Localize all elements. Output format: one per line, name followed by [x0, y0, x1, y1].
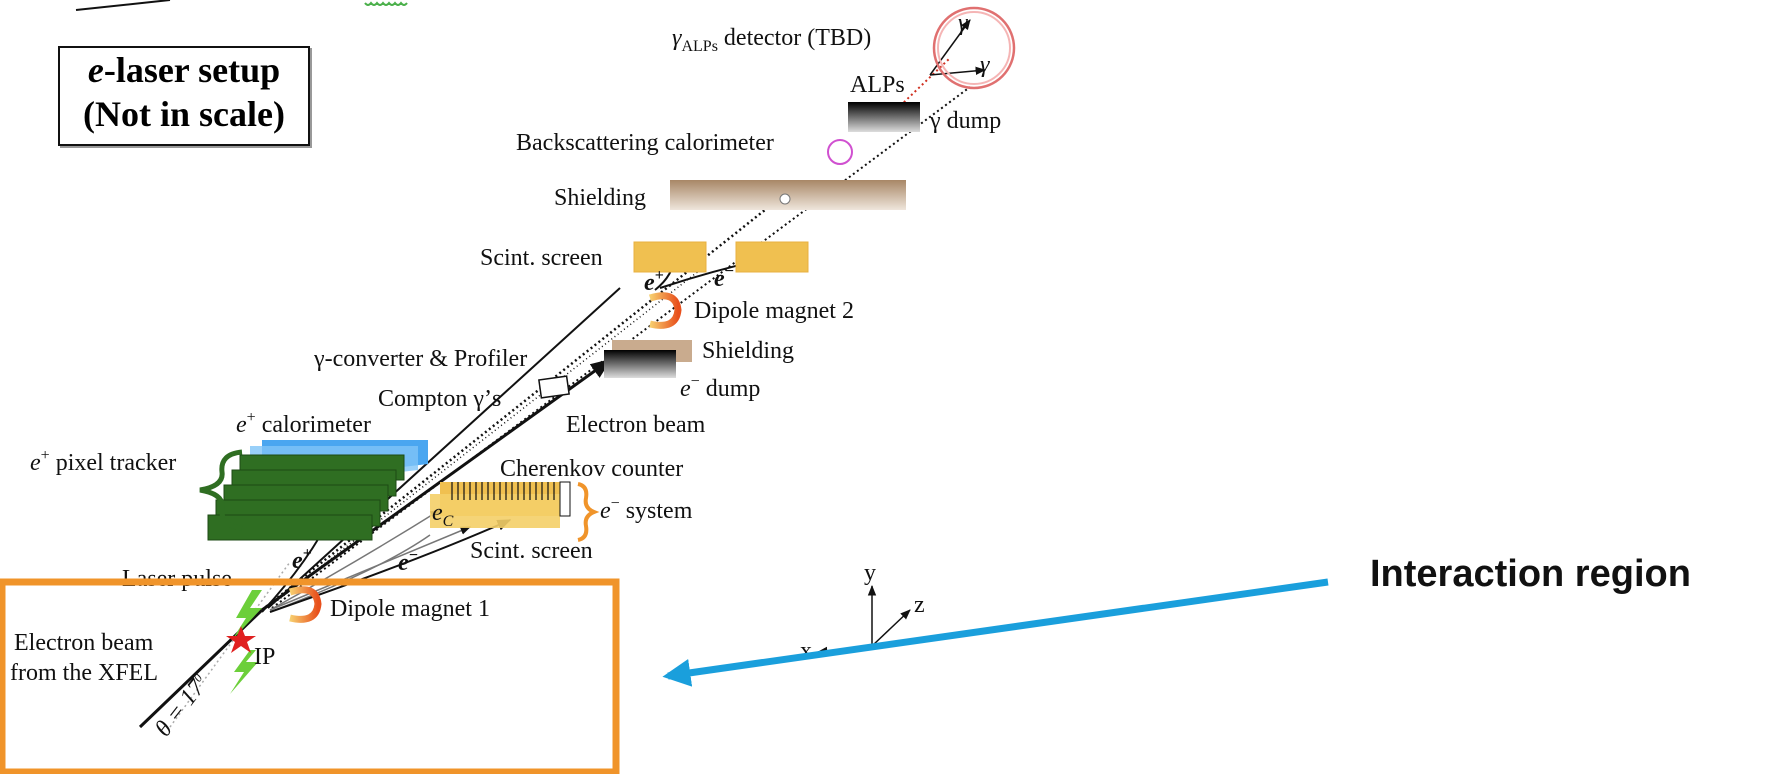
gamma-dump-label: γ dump: [929, 108, 1001, 134]
interaction-region-label: Interaction region: [1370, 553, 1691, 595]
alps-label: ALPs: [850, 72, 905, 98]
e-dump-label: e− dump: [680, 373, 760, 402]
e-minus-low-label: e−: [398, 547, 418, 576]
positron-pixel-tracker: [207, 454, 405, 541]
electron-beam-from-line1: Electron beam: [14, 630, 154, 656]
dipole-magnet-2: [648, 292, 682, 329]
top-left-fragment: [75, 0, 408, 11]
e-pixel-tracker-label: e+ pixel tracker: [30, 447, 176, 476]
scint-screen-low-label: Scint. screen: [470, 538, 593, 564]
e-minus-top-label: e−: [714, 263, 734, 292]
e-plus-low-label: e+: [292, 545, 312, 574]
axis-y-label: y: [864, 560, 876, 586]
setup-title-line1: e-laser setup: [87, 50, 281, 90]
compton-photons-label: Compton γ’s: [378, 386, 501, 412]
laser-pulse-bolt-upper: [232, 590, 262, 640]
e-system-label: e− system: [600, 495, 693, 524]
pixel-tracker-brace: [199, 449, 243, 531]
electron-beam-label: Electron beam: [566, 412, 706, 438]
laser-pulse-bolt-lower: [230, 650, 258, 694]
dipole-magnet-1-label: Dipole magnet 1: [330, 596, 490, 622]
ip-label: IP: [254, 644, 275, 670]
cherenkov-counter: [430, 481, 571, 528]
gamma-converter-label: γ-converter & Profiler: [313, 346, 527, 372]
backscattering-calorimeter-label: Backscattering calorimeter: [516, 130, 774, 156]
cherenkov-label: Cherenkov counter: [500, 456, 683, 482]
e-c-label: eC: [432, 500, 454, 530]
gamma-label-1: γ: [958, 10, 968, 36]
e-system-brace: [577, 482, 600, 542]
gamma-dump-block: [848, 102, 920, 132]
setup-title-line2: (Not in scale): [83, 94, 285, 134]
callout-arrow: [662, 578, 1329, 687]
main-electron-beam: [261, 358, 612, 612]
e-calorimeter-label: e+ calorimeter: [236, 409, 371, 438]
axis-z-label: z: [914, 592, 925, 618]
dipole-magnet-1: [288, 586, 322, 623]
dipole-magnet-2-label: Dipole magnet 2: [694, 298, 854, 324]
scint-screen-top-label: Scint. screen: [480, 245, 603, 271]
beam-lines: [138, 19, 987, 729]
shielding-mid-label: Shielding: [702, 338, 794, 364]
gamma-label-2: γ: [980, 52, 990, 78]
alps-detector-ring: [932, 6, 1016, 90]
electron-beam-from-line2: from the XFEL: [10, 660, 158, 686]
backscatter-calorimeter-ring: [827, 139, 853, 165]
gamma-converter-box: [538, 375, 570, 399]
scint-screen-left: [633, 241, 707, 273]
setup-title-box: e-laser setup (Not in scale): [58, 46, 310, 146]
gamma-alps-detector-label: γALPs detector (TBD): [672, 25, 871, 55]
e-dump-block: [604, 350, 676, 378]
scint-screen-right: [735, 241, 809, 273]
shielding-top-label: Shielding: [554, 185, 646, 211]
alps-detector: [932, 6, 1016, 90]
ip-star: [226, 626, 256, 653]
e-plus-top-label: e+: [644, 267, 664, 296]
interaction-region-box: [0, 578, 620, 774]
